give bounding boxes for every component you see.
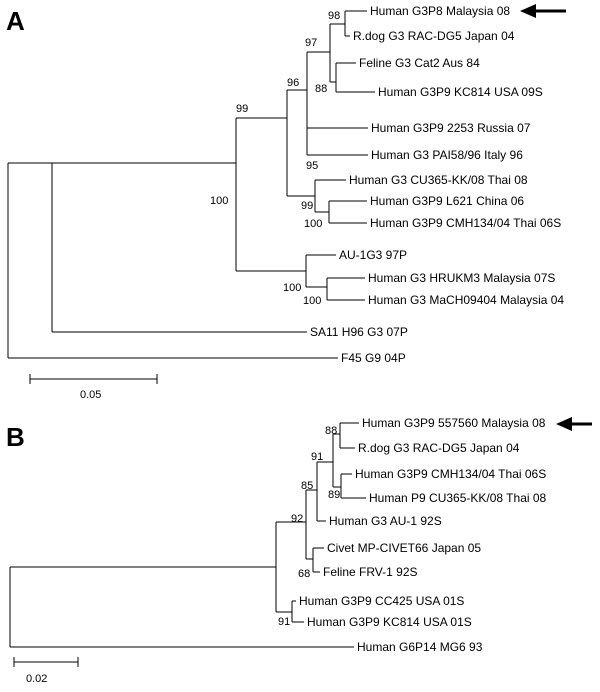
leaf-label: Feline G3 Cat2 Aus 84 xyxy=(359,56,480,70)
bootstrap-value: 99 xyxy=(236,103,248,115)
bootstrap-value: 100 xyxy=(304,218,322,230)
leaf-label: Human P9 CU365-KK/08 Thai 08 xyxy=(369,491,547,505)
panel-a: A xyxy=(6,4,566,401)
bootstrap-value: 98 xyxy=(328,10,340,22)
panel-label-a: A xyxy=(6,6,25,36)
bootstrap-value: 91 xyxy=(278,616,290,628)
bootstrap-value: 96 xyxy=(287,77,299,89)
leaf-label: Human G3P9 KC814 USA 09S xyxy=(378,85,543,99)
scale-bar-a: 0.05 xyxy=(29,374,158,401)
bootstrap-value: 68 xyxy=(298,568,310,580)
leaf-label: Human G3 CU365-KK/08 Thai 08 xyxy=(349,173,528,187)
bootstrap-value: 88 xyxy=(325,425,337,437)
panel-label-b: B xyxy=(6,422,25,452)
bootstrap-value: 92 xyxy=(291,513,303,525)
leaf-label: Human G3 MaCH09404 Malaysia 04 xyxy=(368,293,564,307)
tree-b-bootstraps: 88 91 89 85 92 68 91 xyxy=(278,425,340,628)
leaf-label: Human G3 PAI58/96 Italy 96 xyxy=(371,148,523,162)
leaf-label: Human G3 HRUKM3 Malaysia 07S xyxy=(368,271,555,285)
tree-a-labels: Human G3P8 Malaysia 08 R.dog G3 RAC-DG5 … xyxy=(310,4,564,365)
leaf-label: Human G3P9 KC814 USA 01S xyxy=(307,615,472,629)
leaf-label: AU-1G3 97P xyxy=(339,248,407,262)
bootstrap-value: 97 xyxy=(305,37,317,49)
leaf-label: Human G6P14 MG6 93 xyxy=(357,640,483,654)
bootstrap-value: 85 xyxy=(301,480,313,492)
leaf-label: SA11 H96 G3 07P xyxy=(310,325,408,339)
bootstrap-value: 95 xyxy=(306,160,318,172)
leaf-label: Human G3P8 Malaysia 08 xyxy=(370,4,510,18)
scale-bar-b: 0.02 xyxy=(13,657,79,685)
leaf-label: Human G3P9 2253 Russia 07 xyxy=(371,121,531,135)
leaf-label: R.dog G3 RAC-DG5 Japan 04 xyxy=(353,29,515,43)
arrow-icon xyxy=(520,4,566,18)
leaf-label: Human G3P9 CC425 USA 01S xyxy=(299,594,464,608)
leaf-label: R.dog G3 RAC-DG5 Japan 04 xyxy=(358,441,520,455)
leaf-label: Human G3 AU-1 92S xyxy=(329,514,442,528)
scale-bar-label: 0.05 xyxy=(80,389,101,401)
tree-b-labels: Human G3P9 557560 Malaysia 08 R.dog G3 R… xyxy=(299,416,547,654)
scale-bar-label: 0.02 xyxy=(26,673,47,685)
leaf-label: Human G3P9 L621 China 06 xyxy=(370,194,524,208)
bootstrap-value: 91 xyxy=(311,451,323,463)
leaf-label: Human G3P9 557560 Malaysia 08 xyxy=(362,416,546,430)
leaf-label: Feline FRV-1 92S xyxy=(323,565,418,579)
bootstrap-value: 100 xyxy=(283,282,301,294)
leaf-label: F45 G9 04P xyxy=(341,351,406,365)
tree-a-branches xyxy=(7,10,375,359)
bootstrap-value: 88 xyxy=(315,83,327,95)
tree-a-bootstraps: 98 97 88 96 95 99 99 100 100 100 100 xyxy=(210,10,340,307)
leaf-label: Human G3P9 CMH134/04 Thai 06S xyxy=(370,216,561,230)
leaf-label: Civet MP-CIVET66 Japan 05 xyxy=(327,541,481,555)
bootstrap-value: 100 xyxy=(210,195,228,207)
tree-b-branches xyxy=(9,422,366,648)
bootstrap-value: 99 xyxy=(301,200,313,212)
panel-b: B xyxy=(6,416,592,685)
bootstrap-value: 89 xyxy=(328,489,340,501)
leaf-label: Human G3P9 CMH134/04 Thai 06S xyxy=(355,467,546,481)
arrow-icon xyxy=(556,417,592,431)
bootstrap-value: 100 xyxy=(303,295,321,307)
